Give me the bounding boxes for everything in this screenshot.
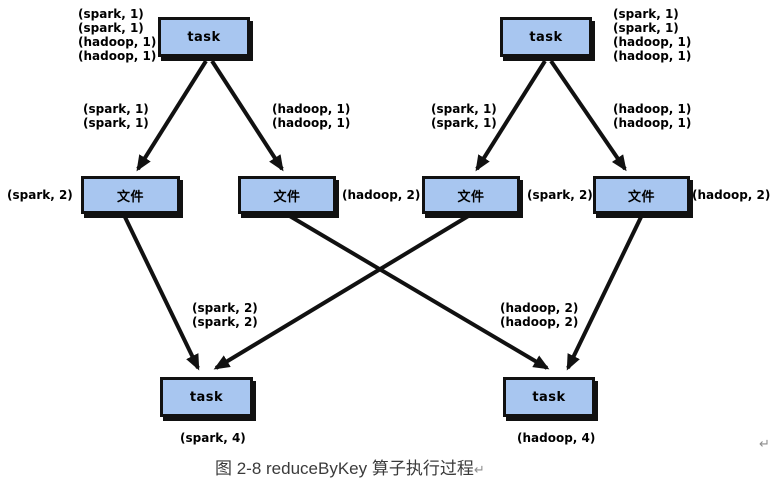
label-edge-left-spark: (spark, 1) (spark, 1): [83, 102, 149, 130]
label-line: (hadoop, 1): [613, 35, 692, 49]
label-line: (spark, 1): [613, 21, 679, 35]
label-line: (hadoop, 1): [272, 116, 351, 130]
paragraph-mark-icon: ↵: [473, 462, 485, 477]
label-line: (hadoop, 2): [342, 188, 421, 202]
label-line: (spark, 2): [192, 301, 258, 315]
arrow-taskR-to-file4: [549, 59, 627, 172]
label-file-right-1-result: (spark, 2): [527, 188, 593, 202]
label-file-left-2-result: (hadoop, 2): [342, 188, 420, 202]
node-task-bottom-right: task: [503, 377, 595, 417]
arrow-file2-to-taskBR: [286, 213, 550, 370]
label-line: (hadoop, 1): [613, 116, 692, 130]
figure-caption: 图 2-8 reduceByKey 算子执行过程↵: [215, 454, 485, 479]
label-line: (spark, 2): [7, 188, 73, 202]
label-line: (spark, 2): [192, 315, 258, 329]
label-line: (spark, 1): [613, 7, 679, 21]
label-edge-left-hadoop: (hadoop, 1) (hadoop, 1): [272, 102, 350, 130]
node-task-top-left: task: [158, 17, 250, 57]
arrow-taskL-to-file1: [136, 59, 208, 172]
node-file-left-1: 文件: [81, 176, 180, 214]
label-line: (spark, 2): [527, 188, 593, 202]
node-task-top-right: task: [500, 17, 592, 57]
paragraph-mark-icon: ↵: [759, 437, 770, 452]
label-line: (hadoop, 4): [517, 431, 596, 445]
label-line: (hadoop, 2): [692, 188, 771, 202]
arrow-taskL-to-file2: [210, 59, 284, 172]
label-line: (spark, 1): [78, 21, 144, 35]
figure-caption-text: 图 2-8 reduceByKey 算子执行过程: [215, 459, 474, 478]
label-line: (spark, 1): [431, 102, 497, 116]
label-final-result-left: (spark, 4): [180, 431, 246, 445]
label-final-result-right: (hadoop, 4): [517, 431, 595, 445]
label-line: (spark, 1): [83, 116, 149, 130]
label-line: (hadoop, 1): [613, 102, 692, 116]
label-line: (hadoop, 1): [78, 35, 157, 49]
label-line: (spark, 1): [83, 102, 149, 116]
label-line: (hadoop, 1): [78, 49, 157, 63]
arrow-file1-to-taskBL: [122, 214, 200, 371]
label-input-records-right: (spark, 1) (spark, 1) (hadoop, 1) (hadoo…: [613, 7, 691, 63]
arrow-file4-to-taskBR: [566, 214, 644, 371]
label-line: (spark, 4): [180, 431, 246, 445]
node-file-left-2: 文件: [238, 176, 336, 214]
label-input-records-left: (spark, 1) (spark, 1) (hadoop, 1) (hadoo…: [78, 7, 156, 63]
label-line: (spark, 1): [431, 116, 497, 130]
label-line: (hadoop, 2): [500, 315, 579, 329]
node-file-right-2: 文件: [593, 176, 690, 214]
label-line: (hadoop, 1): [613, 49, 692, 63]
node-file-right-1: 文件: [422, 176, 520, 214]
label-edge-right-hadoop: (hadoop, 1) (hadoop, 1): [613, 102, 691, 130]
label-reduce-edge-left: (spark, 2) (spark, 2): [192, 301, 258, 329]
label-file-right-2-result: (hadoop, 2): [692, 188, 770, 202]
arrow-file3-to-taskBL: [213, 213, 472, 370]
arrow-taskR-to-file3: [475, 59, 547, 172]
label-line: (hadoop, 1): [272, 102, 351, 116]
node-task-bottom-left: task: [160, 377, 253, 417]
label-line: (hadoop, 2): [500, 301, 579, 315]
label-edge-right-spark: (spark, 1) (spark, 1): [431, 102, 497, 130]
label-line: (spark, 1): [78, 7, 144, 21]
label-reduce-edge-right: (hadoop, 2) (hadoop, 2): [500, 301, 578, 329]
label-file-left-1-result: (spark, 2): [7, 188, 73, 202]
